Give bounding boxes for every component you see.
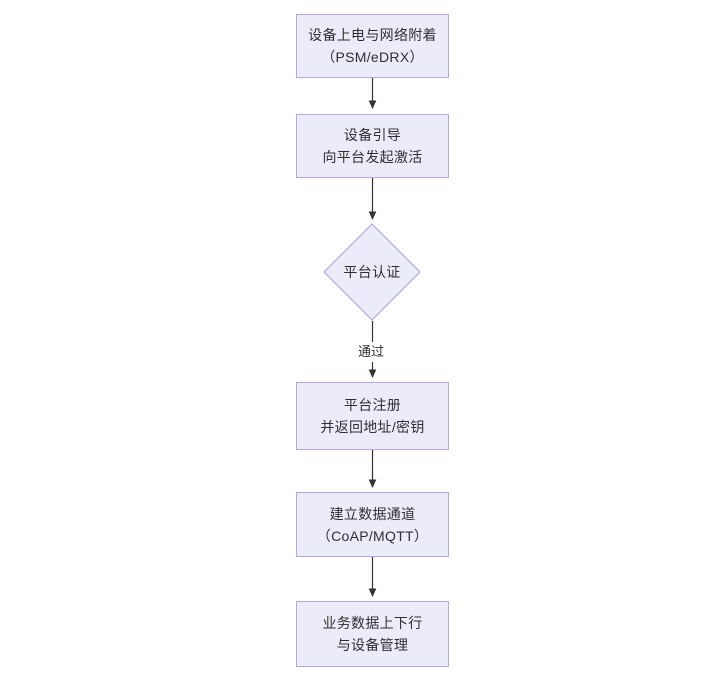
node-label-line2: （CoAP/MQTT） [316,527,429,544]
node-label-line1: 设备上电与网络附着 [308,27,437,43]
diamond-shape [323,223,421,321]
edge-label-pass: 通过 [355,342,388,362]
node-platform-register[interactable]: 平台注册 并返回地址/密钥 [296,382,449,450]
node-label-line2: 与设备管理 [336,637,409,653]
node-label-line1: 建立数据通道 [329,505,416,522]
node-device-power-on[interactable]: 设备上电与网络附着 （PSM/eDRX） [296,14,449,78]
node-device-bootstrap[interactable]: 设备引导 向平台发起激活 [296,114,449,178]
node-label-line1: 业务数据上下行 [322,615,423,631]
node-label-line1: 平台注册 [343,397,402,413]
node-business-data[interactable]: 业务数据上下行 与设备管理 [296,601,449,667]
node-label-line1: 平台认证 [343,264,401,280]
node-label-line2: 向平台发起激活 [322,149,423,165]
node-platform-auth-decision[interactable]: 平台认证 [323,223,421,321]
node-label-line2: 并返回地址/密钥 [320,419,425,435]
node-data-channel[interactable]: 建立数据通道 （CoAP/MQTT） [296,492,449,557]
node-label-line2: （PSM/eDRX） [321,49,424,65]
node-label-line1: 设备引导 [343,127,402,143]
